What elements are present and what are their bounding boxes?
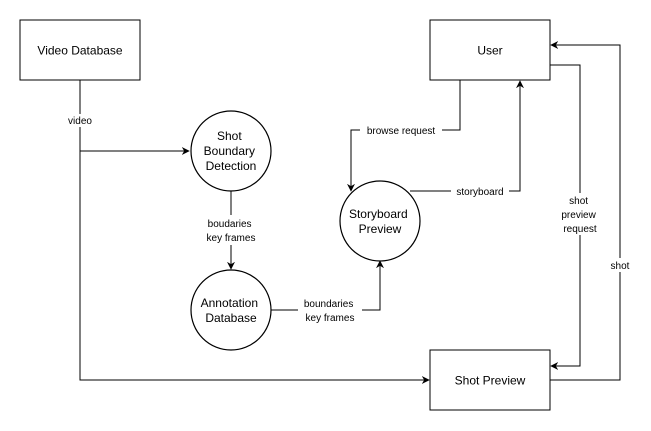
shot-boundary-line-3: Detection <box>206 159 257 173</box>
label-storyboard: storyboard <box>451 185 509 198</box>
label-annotation-to-storyboard: boundaries key frames <box>298 296 362 326</box>
label-sbd-to-annotation: boudaries key frames <box>199 215 263 245</box>
annotation-line-1: Annotation <box>201 296 258 310</box>
edge-storyboard <box>410 80 524 192</box>
svg-text:boundaries key frames: boundaries key frames <box>304 299 356 324</box>
edge-shot <box>550 41 621 381</box>
label-shot-preview-request: shot preview request <box>558 193 602 235</box>
svg-text:boudaries key frames: boudaries key frames <box>207 219 256 244</box>
svg-text:Annotation Database: Annotation Database <box>201 296 262 325</box>
user-label: User <box>477 44 502 58</box>
edge-video-to-shot-preview <box>79 151 430 384</box>
svg-text:video: video <box>68 116 92 127</box>
node-storyboard-preview: Storyboard Preview <box>339 180 421 262</box>
node-shot-preview: Shot Preview <box>429 349 551 411</box>
storyboard-line-2: Preview <box>359 222 402 236</box>
annotation-line-2: Database <box>205 311 257 325</box>
node-user: User <box>429 19 551 81</box>
svg-text:browse request: browse request <box>367 126 436 137</box>
edge-video-to-shot-boundary <box>79 80 190 155</box>
svg-text:Storyboard Preview: Storyboard Preview <box>349 207 411 236</box>
shot-boundary-line-1: Shot <box>217 129 242 143</box>
svg-text:storyboard: storyboard <box>456 187 503 198</box>
shot-preview-label: Shot Preview <box>455 374 526 388</box>
label-video: video <box>64 114 96 127</box>
label-browse-request: browse request <box>360 124 442 137</box>
label-shot: shot <box>608 258 632 272</box>
shot-boundary-line-2: Boundary <box>204 144 255 158</box>
node-shot-boundary-detection: Shot Boundary Detection <box>190 110 272 192</box>
node-video-database: Video Database <box>19 19 141 81</box>
svg-text:shot preview reque: shot preview request <box>561 196 598 235</box>
svg-text:Shot Boundary Dete: Shot Boundary Detection <box>204 129 259 173</box>
storyboard-line-1: Storyboard <box>349 207 408 221</box>
video-database-label: Video Database <box>37 44 123 58</box>
node-annotation-database: Annotation Database <box>190 269 272 351</box>
svg-text:shot: shot <box>611 261 630 272</box>
